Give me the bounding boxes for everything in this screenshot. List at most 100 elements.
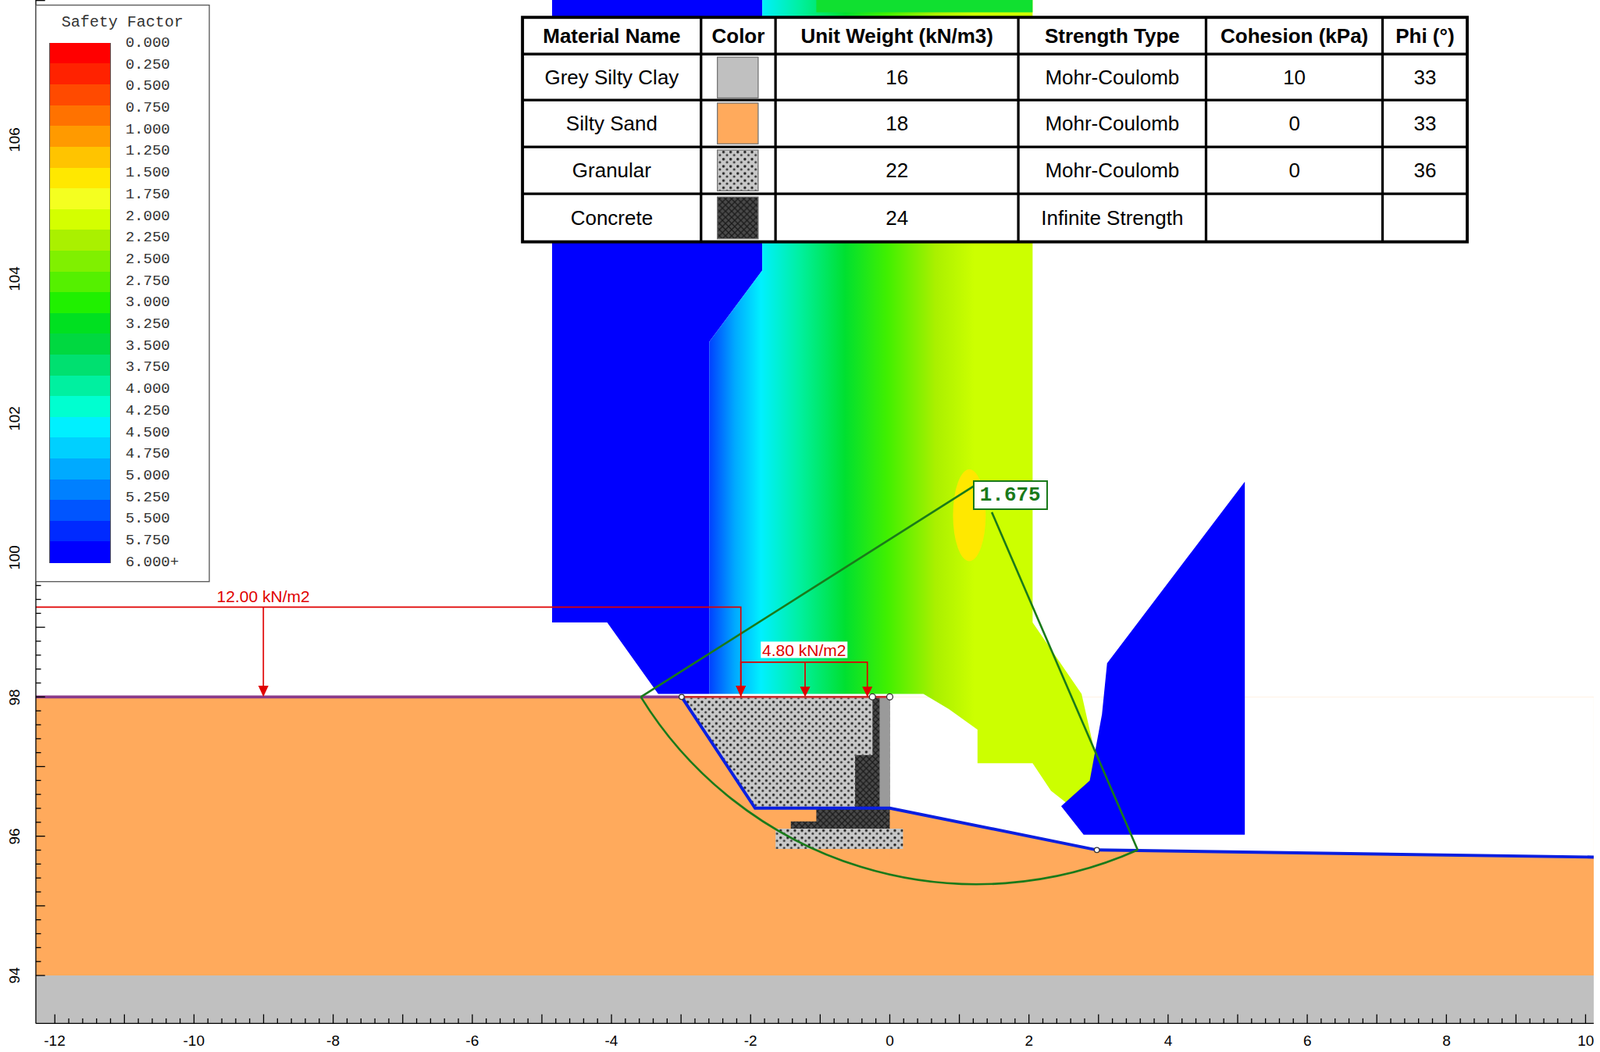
- legend-swatch: [49, 188, 111, 210]
- table-cell: 24: [885, 207, 909, 229]
- legend-swatch: [49, 271, 111, 293]
- table-header: Unit Weight (kN/m3): [800, 25, 994, 47]
- legend-value: 2.250: [125, 230, 171, 246]
- axis-tick-label: 6: [1303, 1032, 1312, 1048]
- legend-value: 4.000: [125, 381, 171, 397]
- legend-value: 0.750: [125, 99, 171, 115]
- table-cell: 0: [1288, 113, 1300, 134]
- legend-value: 1.250: [125, 143, 171, 159]
- table-cell: Concrete: [570, 207, 654, 229]
- axis-tick-label: 102: [7, 406, 22, 432]
- legend-value: 5.500: [125, 511, 171, 527]
- legend-value: 4.500: [125, 424, 171, 440]
- table-cell: Mohr-Coulomb: [1044, 113, 1180, 134]
- table-cell: 36: [1413, 160, 1437, 181]
- safety-factor-box: 1.675: [972, 480, 1048, 510]
- table-cell: Granular: [572, 160, 652, 181]
- legend-swatch: [49, 313, 111, 335]
- axis-tick-label: -12: [43, 1032, 65, 1048]
- safety-factor-value: 1.675: [979, 483, 1041, 507]
- legend-value: 4.750: [125, 446, 171, 462]
- legend-swatch: [49, 541, 111, 563]
- legend-swatch: [49, 395, 111, 417]
- legend-swatch: [49, 229, 111, 251]
- axis-tick-label: 2: [1024, 1032, 1034, 1048]
- legend-swatch: [49, 437, 111, 459]
- legend-value: 1.500: [125, 165, 171, 181]
- legend-value: 0.250: [125, 57, 171, 72]
- axis-tick-label: 94: [7, 967, 22, 984]
- axis-tick-label: 98: [7, 688, 22, 706]
- legend-swatch: [49, 125, 111, 147]
- axis-tick-label: -8: [326, 1032, 340, 1048]
- legend-value: 5.250: [125, 489, 171, 505]
- legend-swatch: [49, 84, 111, 106]
- table-cell: Mohr-Coulomb: [1044, 67, 1180, 88]
- load-label: 12.00 kN/m2: [215, 587, 312, 605]
- legend-value: 4.250: [125, 402, 171, 418]
- legend-swatch: [49, 146, 111, 168]
- legend-value: 0.000: [125, 35, 171, 50]
- legend-swatch: [49, 479, 111, 501]
- legend-value: 5.000: [125, 467, 171, 483]
- table-header: Cohesion (kPa): [1220, 25, 1369, 47]
- table-cell: 10: [1282, 67, 1306, 88]
- legend-value: 2.500: [125, 251, 171, 267]
- table-cell: 16: [885, 67, 909, 88]
- axis-tick-label: 96: [7, 827, 22, 845]
- legend-swatch: [49, 499, 111, 521]
- legend-value: 1.000: [125, 121, 171, 137]
- legend-swatch: [49, 167, 111, 189]
- axis-tick-label: 4: [1164, 1032, 1173, 1048]
- table-cell: 33: [1413, 67, 1437, 88]
- legend-value: 0.500: [125, 78, 171, 94]
- legend-swatch: [49, 458, 111, 480]
- legend-swatch: [49, 42, 111, 65]
- legend-swatch: [49, 250, 111, 272]
- table-cell: Grey Silty Clay: [544, 67, 679, 88]
- table-cell: 22: [885, 160, 909, 181]
- legend-value: 3.250: [125, 317, 171, 332]
- table-cell: 18: [885, 113, 909, 134]
- legend-swatch: [49, 375, 111, 397]
- legend-value: 2.750: [125, 273, 171, 289]
- legend-value: 3.750: [125, 359, 171, 375]
- legend-swatch: [49, 416, 111, 439]
- legend-title: Safety Factor: [61, 14, 184, 31]
- legend-swatch: [49, 520, 111, 542]
- axis-tick-label: 104: [7, 267, 22, 293]
- table-header: Strength Type: [1044, 25, 1180, 47]
- axis-tick-label: 100: [7, 545, 22, 571]
- legend-value: 3.500: [125, 338, 171, 353]
- table-header: Phi (°): [1395, 25, 1454, 47]
- axis-tick-label: 8: [1442, 1032, 1451, 1048]
- legend-value: 6.000+: [125, 554, 179, 570]
- legend-value: 2.000: [125, 208, 171, 224]
- legend-swatch: [49, 209, 111, 231]
- legend-swatch: [49, 354, 111, 376]
- axis-tick-label: -2: [744, 1032, 758, 1048]
- legend-swatch: [49, 333, 111, 355]
- table-header: Color: [711, 25, 765, 47]
- axis-tick-label: 0: [885, 1032, 895, 1048]
- table-cell: 0: [1288, 160, 1300, 181]
- legend-value: 3.000: [125, 295, 171, 311]
- table-cell: Mohr-Coulomb: [1044, 160, 1180, 181]
- load-label: 4.80 kN/m2: [760, 641, 848, 659]
- legend-swatch: [49, 105, 111, 127]
- axis-tick-label: -4: [605, 1032, 619, 1048]
- axis-tick-label: -10: [183, 1032, 205, 1048]
- table-cell: 33: [1413, 113, 1437, 134]
- legend-value: 5.750: [125, 533, 171, 549]
- table-cell: Infinite Strength: [1040, 207, 1184, 229]
- legend-swatch: [49, 292, 111, 314]
- axis-tick-label: 10: [1577, 1032, 1594, 1048]
- legend-value: 1.750: [125, 186, 171, 202]
- table-cell: Silty Sand: [566, 113, 658, 134]
- axis-tick-label: -6: [465, 1032, 479, 1048]
- legend-swatch: [49, 63, 111, 85]
- table-header: Material Name: [542, 25, 681, 47]
- axis-tick-label: 106: [7, 127, 22, 153]
